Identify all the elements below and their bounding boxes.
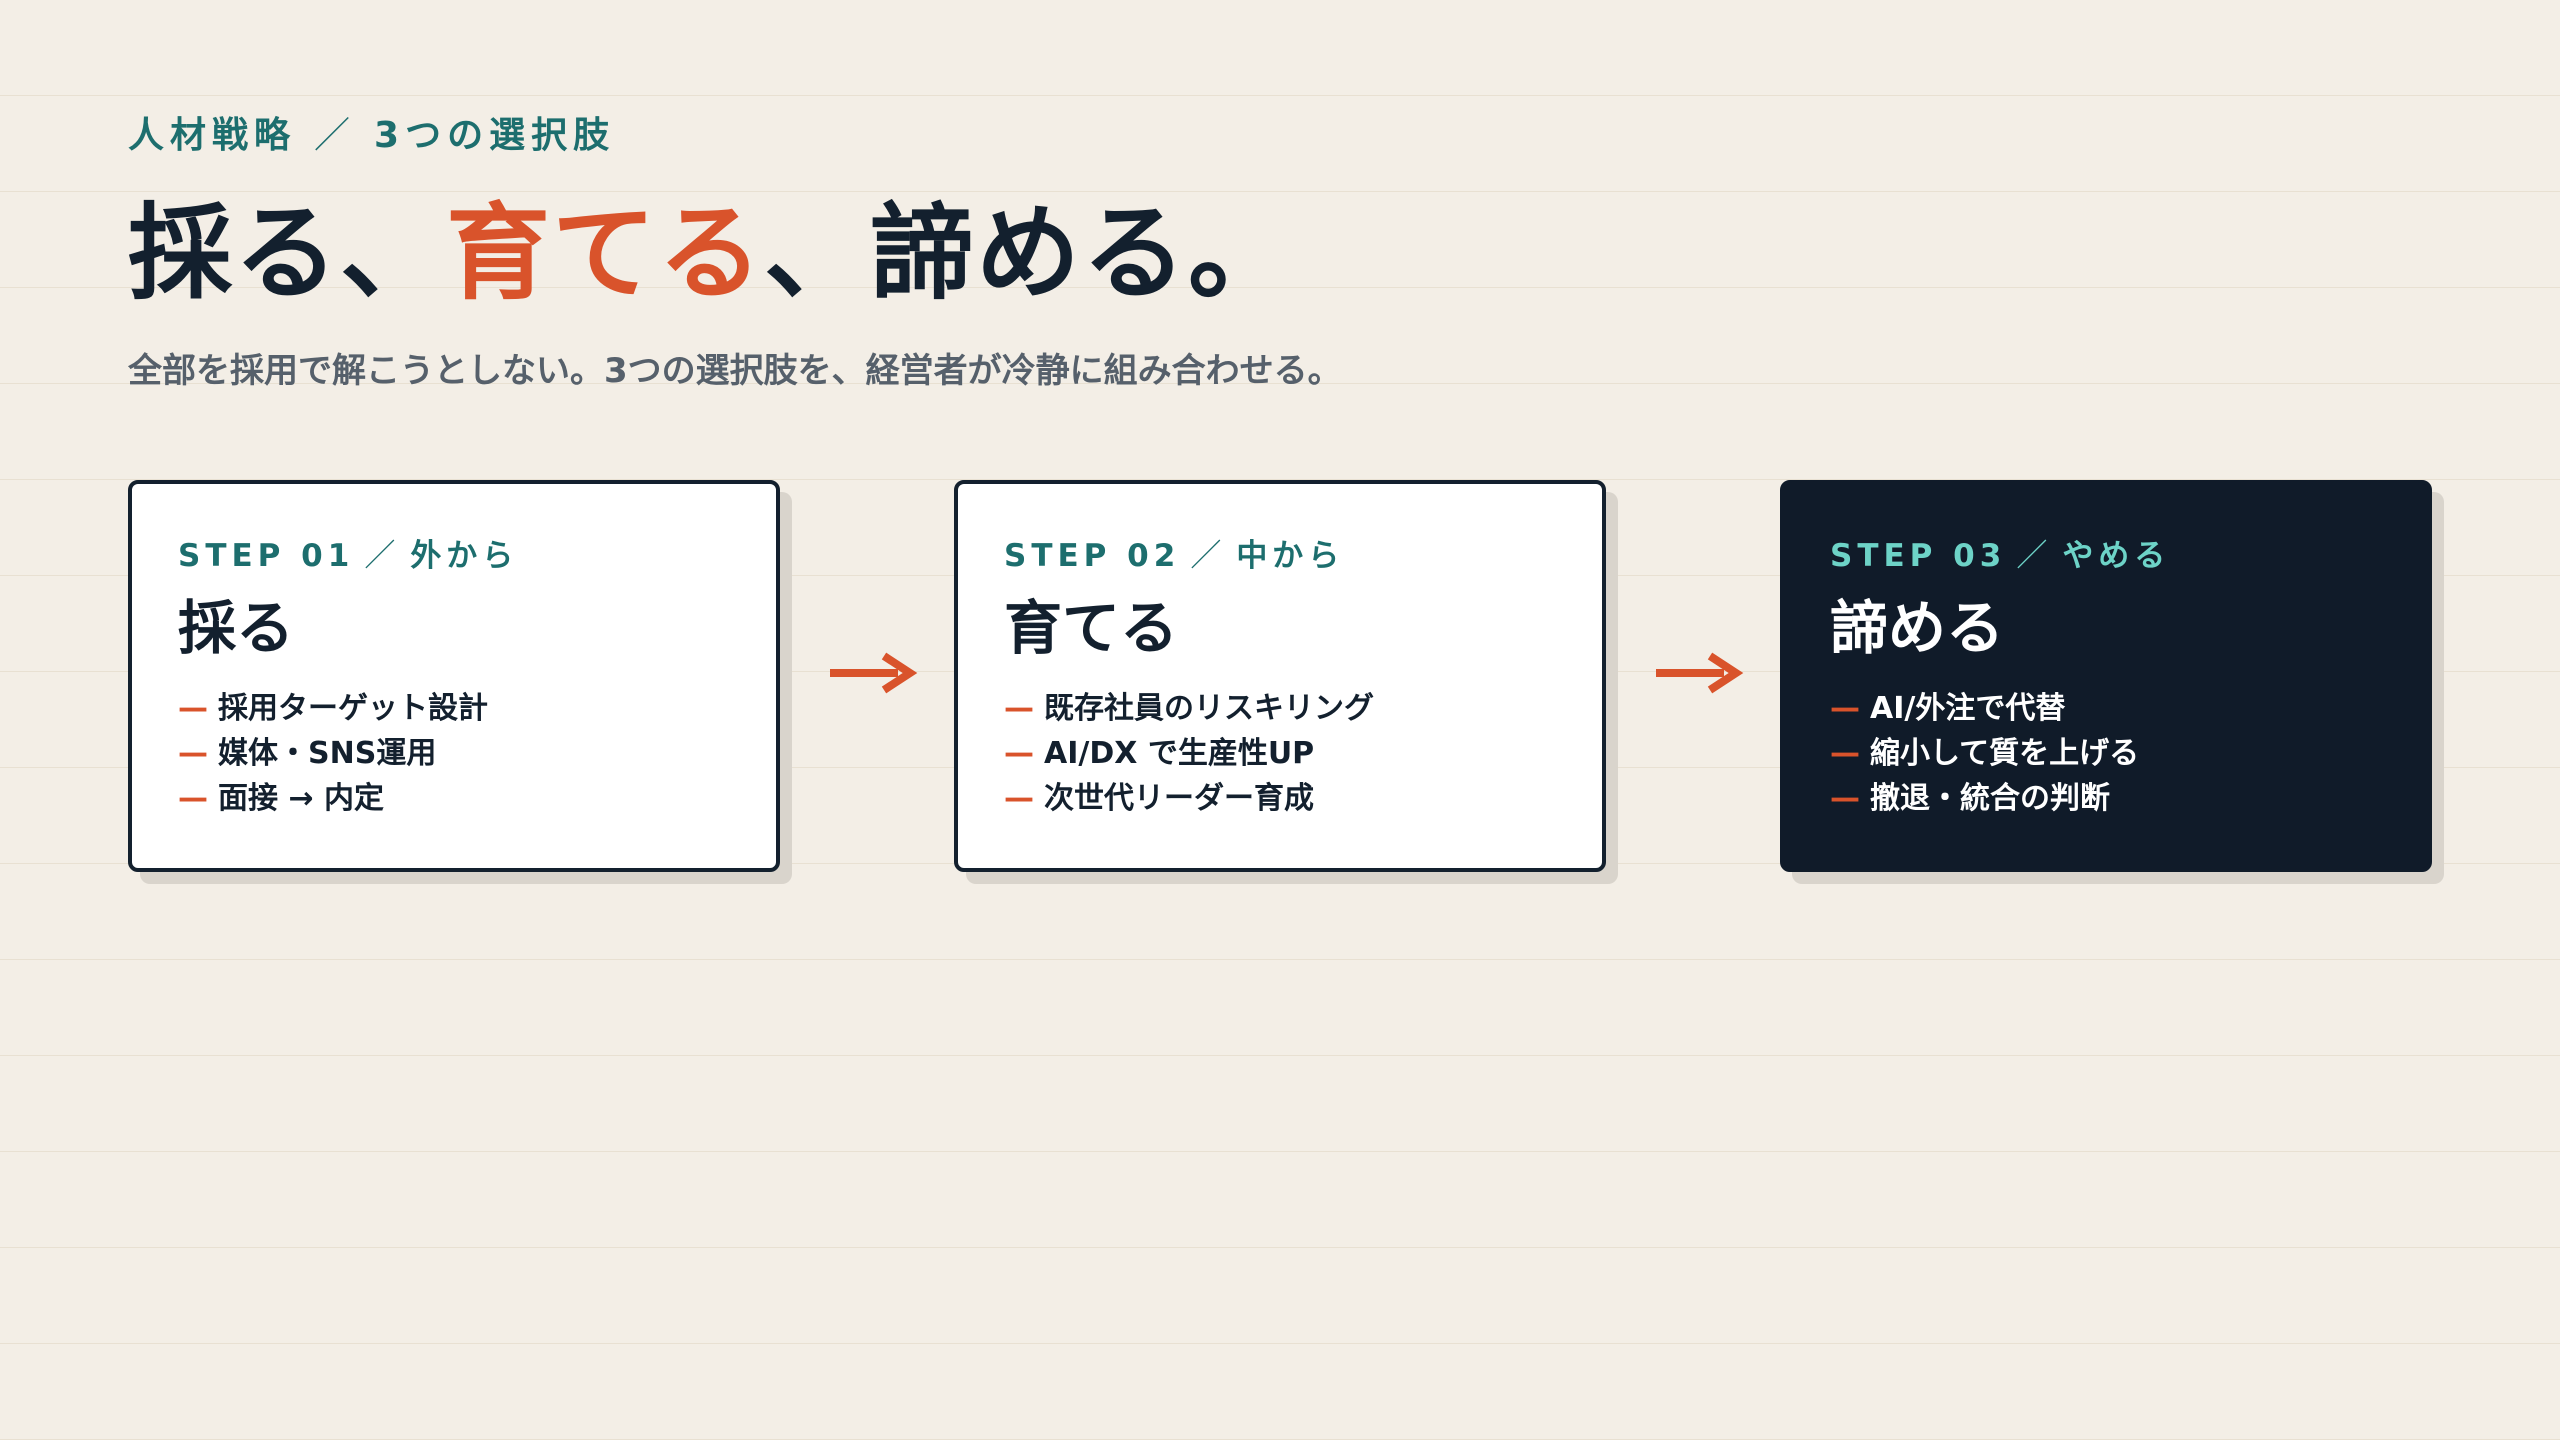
headline-part-2: 、諦める。 [764, 192, 1295, 314]
step-card-2: STEP 02／中から 育てる — 既存社員のリスキリング — AI/DX で生産性… [954, 480, 1606, 872]
step-label: STEP 02／中から [1004, 534, 1556, 578]
list-item-text: AI/外注で代替 [1870, 691, 2066, 726]
step-card-3: STEP 03／やめる 諦める — AI/外注で代替 — 縮小して質を上げる — 撤退… [1780, 480, 2432, 872]
page-title: 採る、育てる、諦める。 [128, 188, 2428, 318]
step-title: 育てる [1004, 594, 1179, 662]
list-item: — 次世代リーダー育成 [1004, 776, 1556, 821]
page: 人材戦略／3つの選択肢 採る、育てる、諦める。 全部を採用で解こうとしない。3つ… [128, 108, 2432, 872]
step-items: — 既存社員のリスキリング — AI/DX で生産性UP — 次世代リーダー育成 [1004, 686, 1556, 821]
step-items: — 採用ターゲット設計 — 媒体・SNS運用 — 面接 → 内定 [178, 686, 730, 821]
list-item-text: 媒体・SNS運用 [218, 736, 437, 771]
step-title: 採る [178, 594, 295, 662]
bullet-dash: — [1004, 736, 1034, 771]
step-separator: ／ [2016, 538, 2053, 574]
page-subtitle: 全部を採用で解こうとしない。3つの選択肢を、経営者が冷静に組み合わせる。 [128, 351, 1342, 391]
step-number: STEP 01 [178, 538, 355, 574]
list-item-text: 撤退・統合の判断 [1870, 781, 2110, 816]
list-item-text: 既存社員のリスキリング [1044, 691, 1374, 726]
eyebrow-main: 人材戦略 [128, 115, 297, 156]
list-item-text: 縮小して質を上げる [1870, 736, 2140, 771]
bullet-dash: — [178, 691, 208, 726]
list-item: — AI/外注で代替 [1830, 686, 2382, 731]
list-item: — AI/DX で生産性UP [1004, 731, 1556, 776]
step-number: STEP 02 [1004, 538, 1181, 574]
step-items: — AI/外注で代替 — 縮小して質を上げる — 撤退・統合の判断 [1830, 686, 2382, 821]
list-item: — 撤退・統合の判断 [1830, 776, 2382, 821]
arrow-right-icon [830, 652, 918, 694]
list-item: — 媒体・SNS運用 [178, 731, 730, 776]
bullet-dash: — [1004, 691, 1034, 726]
list-item: — 縮小して質を上げる [1830, 731, 2382, 776]
bullet-dash: — [178, 736, 208, 771]
step-card-1: STEP 01／外から 採る — 採用ターゲット設計 — 媒体・SNS運用 — 面接 … [128, 480, 780, 872]
list-item: — 採用ターゲット設計 [178, 686, 730, 731]
list-item: — 面接 → 内定 [178, 776, 730, 821]
list-item-text: 次世代リーダー育成 [1044, 781, 1314, 816]
list-item-text: 面接 → 内定 [218, 781, 385, 816]
step-label: STEP 01／外から [178, 534, 730, 578]
list-item: — 既存社員のリスキリング [1004, 686, 1556, 731]
step-cards: STEP 01／外から 採る —採用ターゲット設計 —媒体・SNS運用 —面接 … [128, 480, 2432, 880]
step-number: STEP 03 [1830, 538, 2007, 574]
arrow-right-icon [1656, 652, 1744, 694]
step-tag: 中から [1236, 538, 1345, 574]
headline-part-1: 採る、 [128, 192, 447, 314]
step-separator: ／ [1190, 538, 1227, 574]
list-item-text: 採用ターゲット設計 [218, 691, 488, 726]
headline-accent: 育てる [446, 192, 765, 314]
eyebrow-sub: 3つの選択肢 [374, 115, 616, 156]
bullet-dash: — [178, 781, 208, 816]
list-item-text: AI/DX で生産性UP [1044, 736, 1315, 771]
eyebrow: 人材戦略 ／ 3つの選択肢 [128, 108, 2428, 164]
step-separator: ／ [364, 538, 401, 574]
bullet-dash: — [1830, 781, 1860, 816]
step-label: STEP 03／やめる [1830, 534, 2382, 578]
bullet-dash: — [1830, 736, 1860, 771]
step-title: 諦める [1830, 594, 2005, 662]
step-tag: 外から [410, 538, 519, 574]
bullet-dash: — [1004, 781, 1034, 816]
step-tag: やめる [2062, 538, 2171, 574]
bullet-dash: — [1830, 691, 1860, 726]
eyebrow-separator: ／ [314, 115, 357, 156]
